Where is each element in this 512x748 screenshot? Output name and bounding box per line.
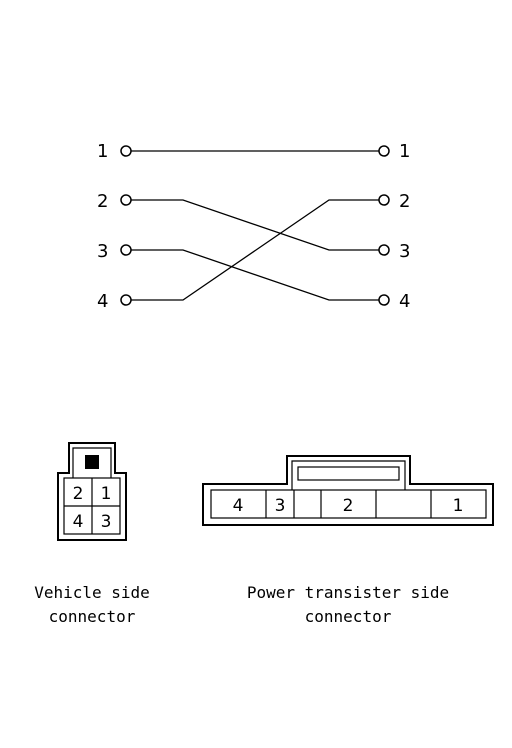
vehicle-cell-1: 1 <box>101 484 112 504</box>
vehicle-cell-3: 3 <box>101 512 112 532</box>
power-connector-tab-inner <box>291 460 406 490</box>
left-terminal-3 <box>120 244 132 256</box>
left-terminal-2 <box>120 194 132 206</box>
wire-4-to-2 <box>131 199 379 301</box>
left-terminal-4 <box>120 294 132 306</box>
power-connector-body <box>202 455 494 526</box>
vehicle-connector-body <box>57 442 127 541</box>
right-terminal-3 <box>378 244 390 256</box>
power-connector-caption-line2: connector <box>305 607 392 626</box>
wire-2-to-3 <box>131 199 379 251</box>
vehicle-connector-caption-line1: Vehicle side <box>34 583 150 602</box>
vehicle-connector-tab-inner <box>72 447 112 478</box>
right-terminal-2 <box>378 194 390 206</box>
left-pin-label-3: 3 <box>97 241 108 262</box>
vehicle-cell-4: 4 <box>73 512 84 532</box>
vehicle-cell-2: 2 <box>73 484 84 504</box>
power-transister-side-connector: 4 3 2 1 <box>202 455 494 526</box>
right-terminal-1 <box>378 145 390 157</box>
vehicle-connector-caption-line2: connector <box>49 607 136 626</box>
power-connector-slot <box>297 466 400 481</box>
captions: Vehicle side connector Power transister … <box>34 583 449 626</box>
wiring-section: 1 2 3 4 1 2 3 4 <box>97 141 410 312</box>
wire-3-to-4 <box>131 249 379 301</box>
right-pin-label-3: 3 <box>399 241 410 262</box>
right-pin-label-4: 4 <box>399 291 410 312</box>
right-terminal-4 <box>378 294 390 306</box>
power-connector-caption-line1: Power transister side <box>247 583 449 602</box>
left-terminal-1 <box>120 145 132 157</box>
power-cell-2: 2 <box>343 496 354 516</box>
left-pin-label-1: 1 <box>97 141 108 162</box>
right-pin-label-2: 2 <box>399 191 410 212</box>
vehicle-side-connector: 2 1 4 3 <box>57 442 127 541</box>
left-pin-label-2: 2 <box>97 191 108 212</box>
power-cell-4: 4 <box>233 496 244 516</box>
vehicle-connector-latch <box>85 455 99 469</box>
power-connector-cell-strip <box>210 489 487 519</box>
left-pin-label-4: 4 <box>97 291 108 312</box>
power-cell-1: 1 <box>453 496 464 516</box>
right-pin-label-1: 1 <box>399 141 410 162</box>
power-cell-3: 3 <box>275 496 286 516</box>
